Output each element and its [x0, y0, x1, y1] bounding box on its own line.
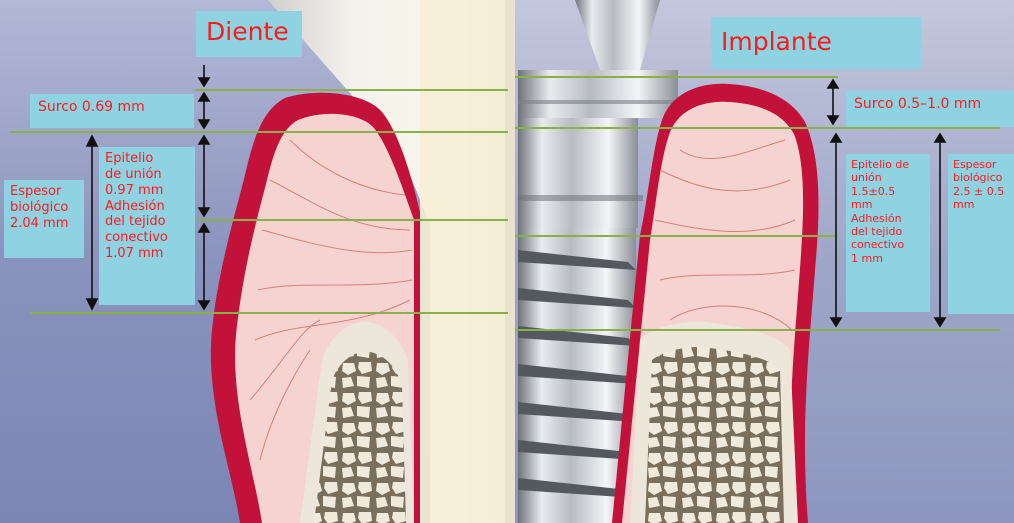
- attachment-tooth-line-3: 0.97 mm: [105, 183, 189, 199]
- attachment-implant-line-2: unión: [851, 171, 925, 184]
- trabecular-bone-implant: [645, 347, 784, 523]
- biologic-width-tooth-line-3: 2.04 mm: [10, 216, 78, 232]
- attachment-implant-line-6: del tejido: [851, 225, 925, 238]
- biologic-width-label-implant: Espesor biológico 2.5 ± 0.5 mm: [948, 154, 1014, 314]
- title-diente-text: Diente: [206, 17, 292, 48]
- attachment-implant-line-7: conectivo: [851, 238, 925, 251]
- biologic-width-implant-line-1: Espesor: [953, 158, 1009, 171]
- attachment-tooth-line-6: conectivo: [105, 230, 189, 246]
- attachment-implant-line-4: mm: [851, 198, 925, 211]
- attachment-label-tooth: Epitelio de unión 0.97 mm Adhesión del t…: [99, 147, 195, 305]
- panel-divider: [505, 0, 515, 523]
- sulcus-implant-text: Surco 0.5–1.0 mm: [854, 96, 1006, 113]
- attachment-tooth-line-1: Epitelio: [105, 151, 189, 167]
- attachment-implant-line-5: Adhesión: [851, 212, 925, 225]
- sulcus-tooth-text: Surco 0.69 mm: [38, 99, 186, 116]
- biologic-width-implant-line-2: biológico: [953, 171, 1009, 184]
- attachment-label-implant: Epitelio de unión 1.5±0.5 mm Adhesión de…: [846, 154, 930, 312]
- title-implante-text: Implante: [721, 27, 911, 58]
- sulcus-label-tooth: Surco 0.69 mm: [30, 94, 194, 128]
- biologic-width-tooth-line-1: Espesor: [10, 184, 78, 200]
- biologic-width-implant-line-4: mm: [953, 198, 1009, 211]
- title-diente: Diente: [196, 11, 302, 57]
- sulcus-label-implant: Surco 0.5–1.0 mm: [846, 91, 1014, 127]
- biologic-width-implant-line-3: 2.5 ± 0.5: [953, 185, 1009, 198]
- attachment-implant-line-3: 1.5±0.5: [851, 185, 925, 198]
- title-implante: Implante: [711, 17, 921, 69]
- attachment-implant-line-1: Epitelio de: [851, 158, 925, 171]
- attachment-tooth-line-5: del tejido: [105, 214, 189, 230]
- attachment-tooth-line-7: 1.07 mm: [105, 246, 189, 262]
- implant-neck: [518, 118, 638, 228]
- attachment-implant-line-8: 1 mm: [851, 252, 925, 265]
- biologic-width-tooth-line-2: biológico: [10, 200, 78, 216]
- attachment-tooth-line-4: Adhesión: [105, 199, 189, 215]
- biologic-width-label-tooth: Espesor biológico 2.04 mm: [4, 180, 84, 258]
- attachment-tooth-line-2: de unión: [105, 167, 189, 183]
